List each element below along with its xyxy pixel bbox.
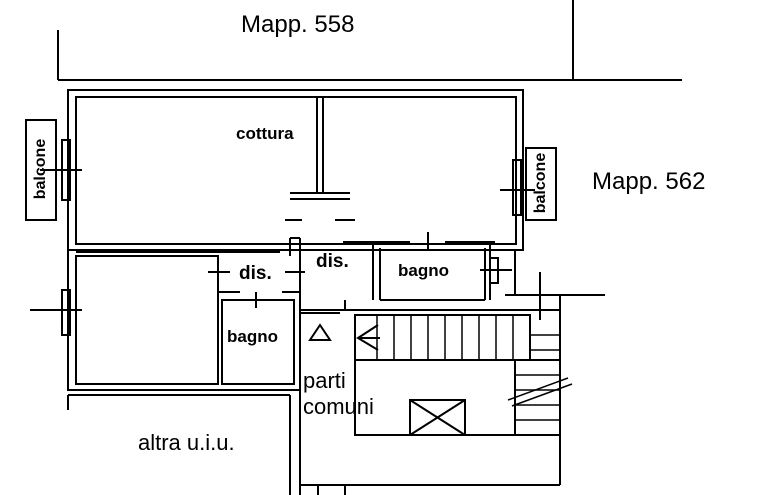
parti-comuni-label: parti comuni (303, 368, 374, 420)
bagno-left-label: bagno (227, 327, 278, 346)
dis-left-label: dis. (239, 263, 272, 284)
entrance-marker (308, 323, 332, 341)
stair-treads (376, 315, 573, 421)
stair-flight-right (514, 359, 561, 436)
inner-wall-outline (221, 299, 295, 385)
balcone-left-label: balcone (32, 138, 49, 200)
outer-wall (67, 249, 301, 391)
mapp-562-label: Mapp. 562 (592, 168, 706, 195)
elevator-shaft (409, 399, 466, 436)
elevator-cross (409, 399, 466, 436)
balcone-right-label: balcone (532, 152, 549, 214)
outer-wall (67, 89, 524, 251)
mapp-558-label: Mapp. 558 (241, 11, 355, 38)
inner-wall-outline (75, 96, 517, 245)
cottura-label: cottura (236, 124, 294, 143)
window-marks (30, 139, 541, 495)
parti-line: parti (303, 368, 346, 393)
dis-center-label: dis. (316, 251, 349, 272)
balcone-right-outline (525, 147, 557, 221)
altra-uiu-label: altra u.i.u. (138, 430, 235, 455)
inner-wall-outline (75, 255, 219, 385)
comuni-line: comuni (303, 394, 374, 419)
stair-landing (354, 359, 516, 436)
stair-flight-top (354, 314, 531, 361)
balcone-left-outline (25, 119, 57, 221)
bagno-right-label: bagno (398, 261, 449, 280)
